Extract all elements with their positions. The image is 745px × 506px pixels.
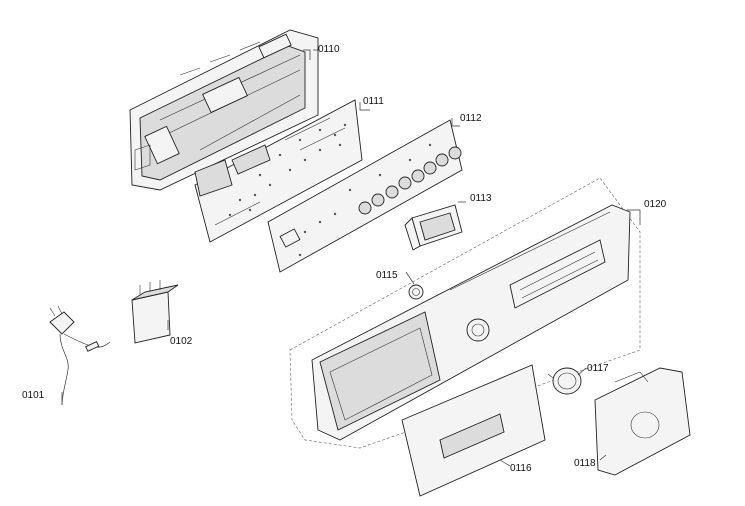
callout-0117: 0117 xyxy=(587,363,609,374)
callout-0110: 0110 xyxy=(318,44,340,55)
part-0118-side-cover xyxy=(594,367,691,476)
part-0101-power-cord xyxy=(49,305,111,406)
part-0115-knob xyxy=(408,284,424,300)
assembly-0120-boundary xyxy=(289,177,641,449)
callout-0120: 0120 xyxy=(644,199,667,210)
part-0102-filter xyxy=(131,280,179,344)
callout-0116: 0116 xyxy=(510,463,532,474)
leader-lines xyxy=(61,49,641,467)
callout-0101: 0101 xyxy=(22,390,45,401)
callout-0112: 0112 xyxy=(460,113,482,124)
callout-0111: 0111 xyxy=(363,96,384,107)
part-0117-selector-knob xyxy=(547,367,582,395)
part-0110-control-frame xyxy=(129,29,319,191)
callout-0115: 0115 xyxy=(376,270,398,281)
callout-0118: 0118 xyxy=(574,458,596,469)
part-0120-control-panel xyxy=(311,204,631,441)
callout-0113: 0113 xyxy=(470,193,492,204)
part-0116-drawer-handle xyxy=(401,364,546,497)
part-0113-display-module xyxy=(404,204,463,251)
selector-knobs xyxy=(358,146,462,215)
part-0112-selector-pcb xyxy=(267,119,463,273)
callout-0102: 0102 xyxy=(170,336,193,347)
part-0111-main-pcb xyxy=(194,99,363,243)
